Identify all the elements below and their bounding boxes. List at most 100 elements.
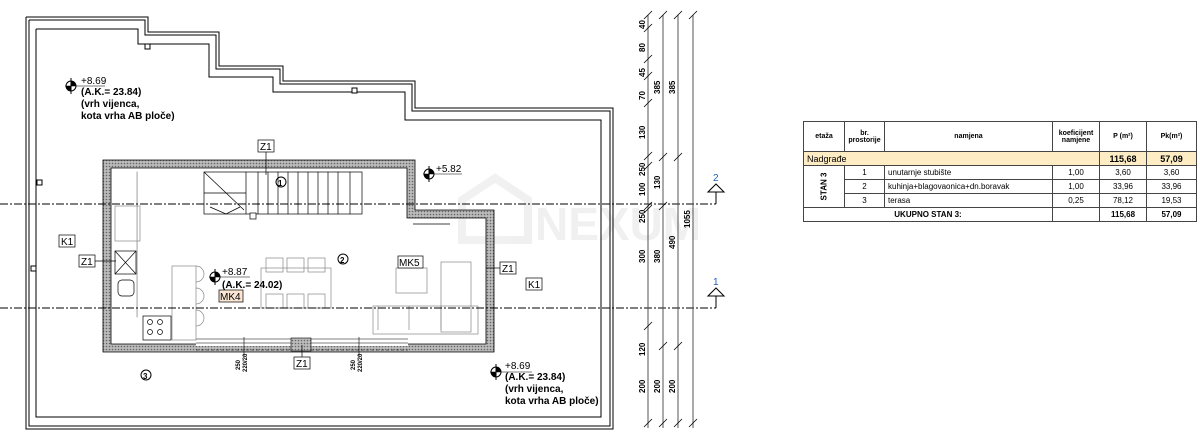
row-koef: 1,00	[1052, 179, 1100, 194]
svg-text:130: 130	[638, 125, 647, 139]
material-tags	[58, 139, 543, 370]
header-koef-line2: namjene	[1061, 136, 1091, 144]
section-marker-1: 1	[706, 277, 726, 308]
stan-label: STAN 3	[803, 165, 845, 208]
row-pk: 3,60	[1146, 165, 1197, 180]
row-br: 3	[844, 193, 885, 208]
group-p: 115,68	[1099, 151, 1147, 166]
svg-text:NEXUM: NEXUM	[535, 198, 701, 250]
room-numbers	[140, 176, 349, 381]
header-br: br.prostorije	[844, 121, 885, 152]
svg-text:1055: 1055	[683, 210, 692, 228]
svg-text:kota vrha AB ploče): kota vrha AB ploče)	[81, 111, 175, 122]
elevation-mark-lower: +5.82	[423, 164, 462, 182]
drain-markers	[30, 43, 358, 272]
tag-z1-bottom: Z1	[296, 359, 308, 370]
row-p: 3,60	[1099, 165, 1147, 180]
row-namjena: terasa	[884, 193, 1053, 208]
svg-text:385: 385	[653, 80, 662, 94]
tag-z1-left: Z1	[81, 257, 93, 268]
svg-text:200: 200	[638, 379, 647, 393]
header-etaza: etaža	[803, 121, 845, 152]
header-namjena: namjena	[884, 121, 1053, 152]
room-number-2: 2	[340, 256, 345, 265]
svg-text:300: 300	[638, 249, 647, 263]
svg-text:(vrh vijenca,: (vrh vijenca,	[81, 99, 140, 110]
svg-text:200: 200	[653, 379, 662, 393]
header-pk: Pk(m²)	[1146, 121, 1197, 152]
svg-text:45: 45	[638, 68, 647, 77]
svg-text:250: 250	[638, 162, 647, 176]
total-p: 115,68	[1099, 207, 1147, 222]
svg-text:kota vrha AB ploče): kota vrha AB ploče)	[505, 396, 599, 407]
svg-text:(vrh vijenca,: (vrh vijenca,	[505, 384, 564, 395]
svg-text:2: 2	[713, 173, 719, 184]
row-namjena: kuhinja+blagovaonica+dn.boravak	[884, 179, 1053, 194]
dimension-lines	[643, 10, 698, 428]
row-p: 33,96	[1099, 179, 1147, 194]
svg-text:+8.87: +8.87	[222, 267, 248, 278]
svg-text:1: 1	[713, 277, 719, 288]
room-number-3: 3	[143, 372, 148, 381]
group-label: Nadgrađe	[803, 151, 1100, 166]
svg-text:220/20: 220/20	[358, 353, 364, 372]
group-pk: 57,09	[1146, 151, 1197, 166]
svg-text:(A.K.= 23.84): (A.K.= 23.84)	[505, 372, 565, 383]
header-br-line1: br.	[860, 129, 869, 137]
dimension-chain-4: 1055	[683, 210, 692, 228]
tag-mk5: MK5	[399, 258, 420, 269]
dimension-chain-1: 40 80 45 70 130 250 100 250 300 120 200	[638, 20, 647, 393]
elevation-mark-terrace-bottom: +8.69 (A.K.= 23.84) (vrh vijenca, kota v…	[490, 361, 599, 407]
tag-z1-right: Z1	[502, 264, 514, 275]
row-koef: 1,00	[1052, 165, 1100, 180]
dimension-chain-2: 385 130 380 200	[653, 80, 662, 393]
row-p: 78,12	[1099, 193, 1147, 208]
section-lines	[0, 203, 716, 309]
terrace-outline	[25, 16, 614, 430]
svg-text:130: 130	[653, 175, 662, 189]
room-number-1: 1	[278, 179, 283, 188]
svg-text:(A.K.= 24.02): (A.K.= 24.02)	[222, 280, 282, 291]
building-walls	[102, 159, 495, 353]
stan-label-text: STAN 3	[819, 172, 829, 201]
section-marker-2: 2	[706, 173, 726, 204]
svg-text:490: 490	[668, 235, 677, 249]
svg-text:80: 80	[638, 43, 647, 52]
svg-text:(A.K.= 23.84): (A.K.= 23.84)	[81, 87, 141, 98]
svg-text:40: 40	[638, 20, 647, 29]
header-koef-line1: koeficijent	[1058, 129, 1094, 137]
total-label: UKUPNO STAN 3:	[803, 207, 1053, 222]
row-pk: 19,53	[1146, 193, 1197, 208]
staircase	[203, 171, 363, 220]
elevation-mark-interior: +8.87 (A.K.= 24.02)	[209, 267, 282, 291]
svg-text:+8.69: +8.69	[505, 361, 531, 372]
tag-k1-left: K1	[61, 237, 74, 248]
table-row: 3 terasa 0,25 78,12 19,53	[804, 193, 1197, 208]
svg-text:100: 100	[638, 182, 647, 196]
row-pk: 33,96	[1146, 179, 1197, 194]
furniture	[114, 171, 479, 341]
row-br: 2	[844, 179, 885, 194]
svg-text:200: 200	[668, 379, 677, 393]
svg-text:380: 380	[653, 249, 662, 263]
elevation-mark-terrace-top: +8.69 (A.K.= 23.84) (vrh vijenca, kota v…	[65, 76, 175, 122]
svg-text:385: 385	[668, 80, 677, 94]
svg-text:70: 70	[638, 91, 647, 100]
table-row: STAN 3 1 unutarnje stubište 1,00 3,60 3,…	[803, 165, 1197, 208]
svg-text:220/20: 220/20	[243, 353, 249, 372]
tag-k1-right: K1	[528, 280, 541, 291]
svg-text:+5.82: +5.82	[436, 164, 462, 175]
opening-dimensions: 250 220/20 250 220/20	[236, 337, 364, 372]
table-row: 2 kuhinja+blagovaonica+dn.boravak 1,00 3…	[804, 179, 1197, 194]
row-br: 1	[844, 165, 885, 180]
svg-text:250: 250	[638, 209, 647, 223]
svg-text:250: 250	[236, 359, 242, 370]
header-p: P (m²)	[1099, 121, 1147, 152]
svg-text:+8.69: +8.69	[81, 76, 107, 87]
total-pk: 57,09	[1146, 207, 1197, 222]
table-group-row: Nadgrađe 115,68 57,09	[803, 151, 1197, 166]
